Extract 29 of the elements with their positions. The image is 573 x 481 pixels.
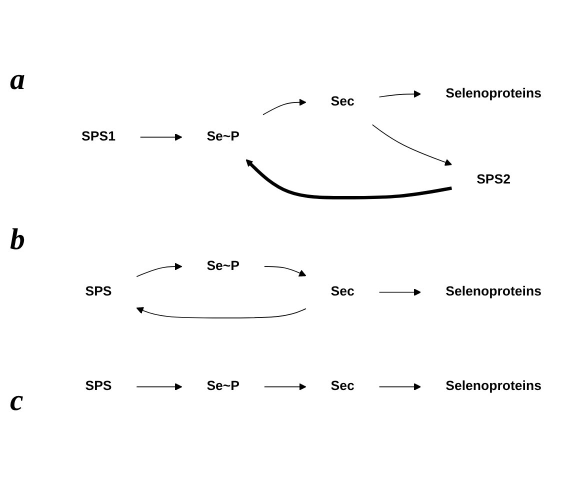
node-text: Sec xyxy=(330,284,354,299)
panel-letter: c xyxy=(10,384,24,418)
arrow xyxy=(262,98,306,116)
arrow xyxy=(246,159,452,200)
panel-letter: a xyxy=(10,63,26,98)
arrow xyxy=(136,383,182,391)
node-text: SPS1 xyxy=(82,130,116,144)
node-text: Sec xyxy=(330,379,354,394)
arrow xyxy=(372,124,452,166)
node-text: Sec xyxy=(330,94,354,110)
node-text: SPS2 xyxy=(476,172,511,188)
arrow xyxy=(264,383,306,391)
arrow xyxy=(136,262,182,278)
node-text: Selenoproteins xyxy=(446,284,542,299)
node-text: Se~P xyxy=(206,259,240,274)
pathway-diagram: SPS1 SPS2 Se~P Sec Selenoproteins SPS Se~P Sec Selenoproteins SPS Se~P Sec Selenoproteins xyxy=(50,65,573,416)
arrow xyxy=(378,383,422,391)
node-text: SPS xyxy=(85,379,112,394)
node-text: Se~P xyxy=(206,379,240,394)
arrow xyxy=(264,266,306,277)
node-text: Selenoproteins xyxy=(446,379,542,394)
node-text: Se~P xyxy=(206,130,240,144)
arrow xyxy=(140,134,182,141)
arrow xyxy=(378,288,422,296)
node-text: Selenoproteins xyxy=(446,86,542,101)
arrow xyxy=(136,307,306,318)
node-text: SPS xyxy=(85,284,112,299)
panel-letter: b xyxy=(10,223,26,258)
arrow xyxy=(378,90,422,98)
